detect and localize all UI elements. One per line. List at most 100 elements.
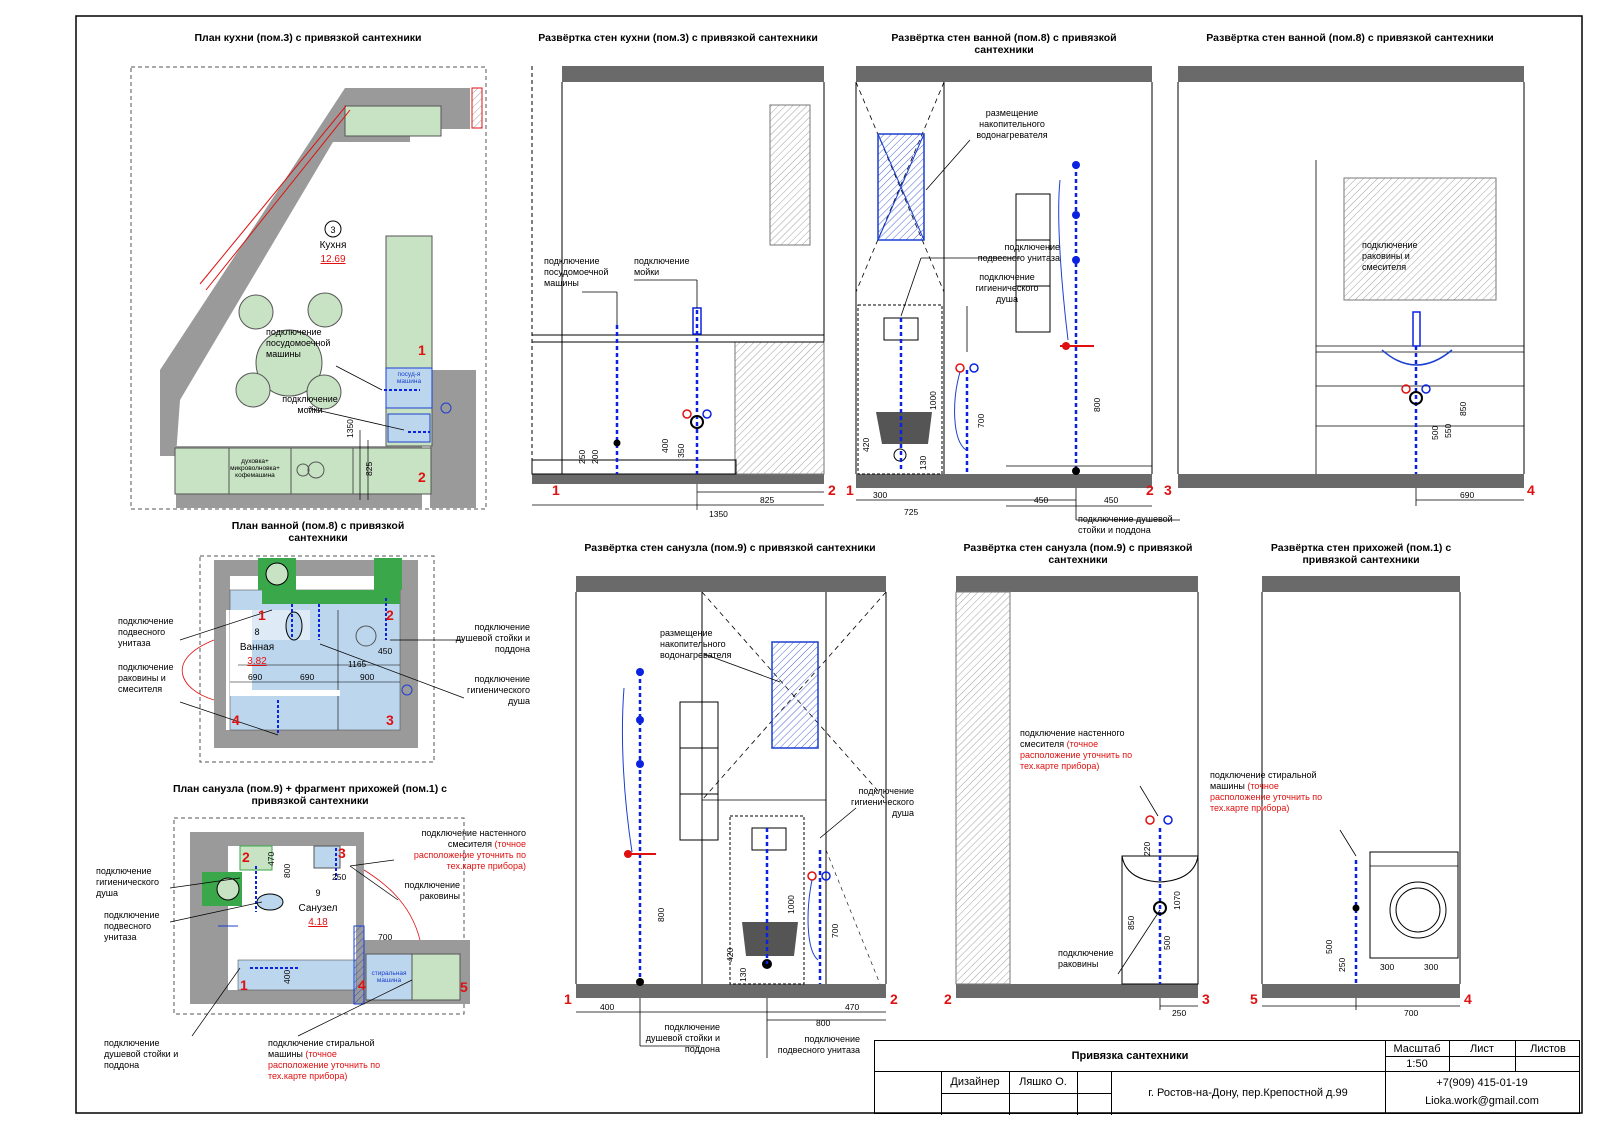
b-dim-450a: 450: [1034, 495, 1048, 505]
hall-elevation: [1261, 576, 1461, 1010]
b2-dim-850: 850: [1458, 402, 1468, 416]
b-dim-700: 700: [976, 414, 986, 428]
title-block: Привязка сантехники Масштаб Лист Листов …: [874, 1040, 1580, 1115]
wc-elevation-b: [955, 576, 1199, 1010]
wb-dim-220: 220: [1142, 842, 1152, 856]
k-dim-400: 400: [660, 439, 670, 453]
mark-wp4: 4: [358, 977, 366, 993]
mark-w2: 2: [890, 991, 898, 1007]
stamp-phone: +7(909) 415-01-19: [1436, 1077, 1528, 1089]
bp-label-basin: подключение раковины и смесителя: [118, 662, 174, 694]
mark-w1: 1: [564, 991, 572, 1007]
bp-dim-690b: 690: [300, 672, 314, 682]
title-bath-walls-a: Развёртка стен ванной (пом.8) с привязко…: [891, 32, 1117, 56]
b-dim-420: 420: [861, 438, 871, 452]
ba-label-hygshower: подключение гигиенического душа: [975, 272, 1039, 304]
b2-dim-550: 550: [1443, 424, 1453, 438]
mark-bp3: 3: [386, 712, 394, 728]
mark-bp1: 1: [258, 607, 266, 623]
h-dim-300a: 300: [1380, 962, 1394, 972]
mark-2: 2: [418, 469, 426, 485]
wp-label-mixer-note: (точное расположение уточнить по тех.кар…: [413, 839, 526, 871]
wa-label-shower: подключение душевой стойки и поддона: [645, 1022, 720, 1054]
sheet-frame: [75, 15, 1583, 1114]
dishwasher-box-label: посуд-я машина: [396, 371, 422, 385]
wc-elevation-a: [575, 576, 887, 1058]
title-wc-walls-b: Развёртка стен санузла (пом.9) с привязк…: [963, 542, 1193, 566]
w-dim-130: 130: [738, 968, 748, 982]
wb-label-basin: подключение раковины: [1058, 948, 1114, 969]
bb-label-basin: подключение раковины и смесителя: [1362, 240, 1418, 272]
ke-label-dishwasher: подключение посудомоечной машины: [544, 256, 609, 288]
mark-wp1: 1: [240, 977, 248, 993]
stamp-scale-value: 1:50: [1406, 1057, 1428, 1070]
mark-b4: 4: [1527, 482, 1535, 498]
title-kitchen-plan: План кухни (пом.3) с привязкой сантехник…: [194, 32, 422, 44]
kitchen-elevation: [531, 66, 825, 510]
w-dim-1000: 1000: [786, 895, 796, 914]
ba-label-toilet: подключение подвесного унитаза: [977, 242, 1060, 263]
mark-bp4: 4: [232, 712, 240, 728]
k-dim-250: 250: [577, 450, 587, 464]
mark-wp3: 3: [338, 845, 346, 861]
wb-dim-850: 850: [1126, 916, 1136, 930]
mark-k1: 1: [552, 482, 560, 498]
ke-label-sink: подключение мойки: [634, 256, 690, 277]
wb-label-mixer-note: (точное расположение уточнить по тех.кар…: [1020, 739, 1133, 771]
h-label-washer-note: (точное расположение уточнить по тех.кар…: [1210, 781, 1323, 813]
bp-label-toilet: подключение подвесного унитаза: [118, 616, 174, 648]
stamp-title: Привязка сантехники: [1071, 1050, 1189, 1062]
title-bath-plan: План ванной (пом.8) с привязкой сантехни…: [231, 520, 405, 544]
mark-wp5: 5: [460, 979, 468, 995]
title-kitchen-walls: Развёртка стен кухни (пом.3) с привязкой…: [538, 32, 818, 44]
wp-label-washer: подключение стиральной машины (точное ра…: [268, 1038, 384, 1082]
wp-label-basin: подключение раковины: [404, 880, 460, 901]
stamp-sheet-label: Лист: [1470, 1042, 1494, 1055]
w-dim-800b: 800: [816, 1018, 830, 1028]
bp-label-shower: подключение душевой стойки и поддона: [455, 622, 530, 654]
wa-label-boiler: размещение накопительного водонагревател…: [660, 628, 732, 660]
mark-b1: 1: [846, 482, 854, 498]
wb-dim-1070: 1070: [1172, 891, 1182, 910]
title-bath-walls-b: Развёртка стен ванной (пом.8) с привязко…: [1206, 32, 1494, 44]
svg-text:825: 825: [364, 462, 374, 476]
mark-b3: 3: [1164, 482, 1172, 498]
mark-1: 1: [418, 342, 426, 358]
stamp-author: Ляшко О.: [1019, 1076, 1067, 1088]
bp-dim-450: 450: [378, 646, 392, 656]
h-label-washer: подключение стиральной машины (точное ра…: [1210, 770, 1328, 814]
k-dim-200: 200: [590, 450, 600, 464]
wp-dim-470: 470: [266, 852, 276, 866]
bath-elevation-b: [1177, 66, 1525, 506]
w-dim-800: 800: [656, 908, 666, 922]
b2-dim-690: 690: [1460, 490, 1474, 500]
bp-label-hygshower: подключение гигиенического душа: [467, 674, 530, 706]
ba-label-boiler: размещение накопительного водонагревател…: [976, 108, 1048, 140]
kitchen-room-area: 12.69: [320, 254, 345, 265]
k-label-dishwasher: подключение посудомоечной машины: [266, 327, 331, 359]
kitchen-room-name: Кухня: [320, 240, 347, 251]
k-dim-1350: 1350: [709, 509, 728, 519]
mark-wp2: 2: [242, 849, 250, 865]
washer-box-label: стиральная машина: [371, 970, 407, 984]
h-dim-700: 700: [1404, 1008, 1418, 1018]
b-dim-300: 300: [873, 490, 887, 500]
mark-b2: 2: [1146, 482, 1154, 498]
title-hall-walls: Развёртка стен прихожей (пом.1) с привяз…: [1270, 542, 1452, 566]
wa-label-toilet: подключение подвесного унитаза: [777, 1034, 860, 1055]
bp-dim-900: 900: [360, 672, 374, 682]
ba-label-shower: подключение душевой стойки и поддона: [1078, 514, 1173, 535]
title-wc-plan: План санузла (пом.9) + фрагмент прихожей…: [172, 783, 448, 807]
bp-dim-1165: 1165: [348, 659, 367, 669]
wp-label-shower: подключение душевой стойки и поддона: [104, 1038, 179, 1070]
stamp-sheets-label: Листов: [1530, 1042, 1566, 1055]
k-dim-350: 350: [676, 444, 686, 458]
w-dim-400: 400: [600, 1002, 614, 1012]
h-label-washer-text: подключение стиральной машины: [1210, 770, 1317, 791]
wp-dim-250: 250: [332, 872, 346, 882]
wc-room-area: 4.18: [308, 917, 328, 928]
stamp-role: Дизайнер: [950, 1076, 1000, 1088]
w-dim-420: 420: [725, 948, 735, 962]
mark-wb2: 2: [944, 991, 952, 1007]
